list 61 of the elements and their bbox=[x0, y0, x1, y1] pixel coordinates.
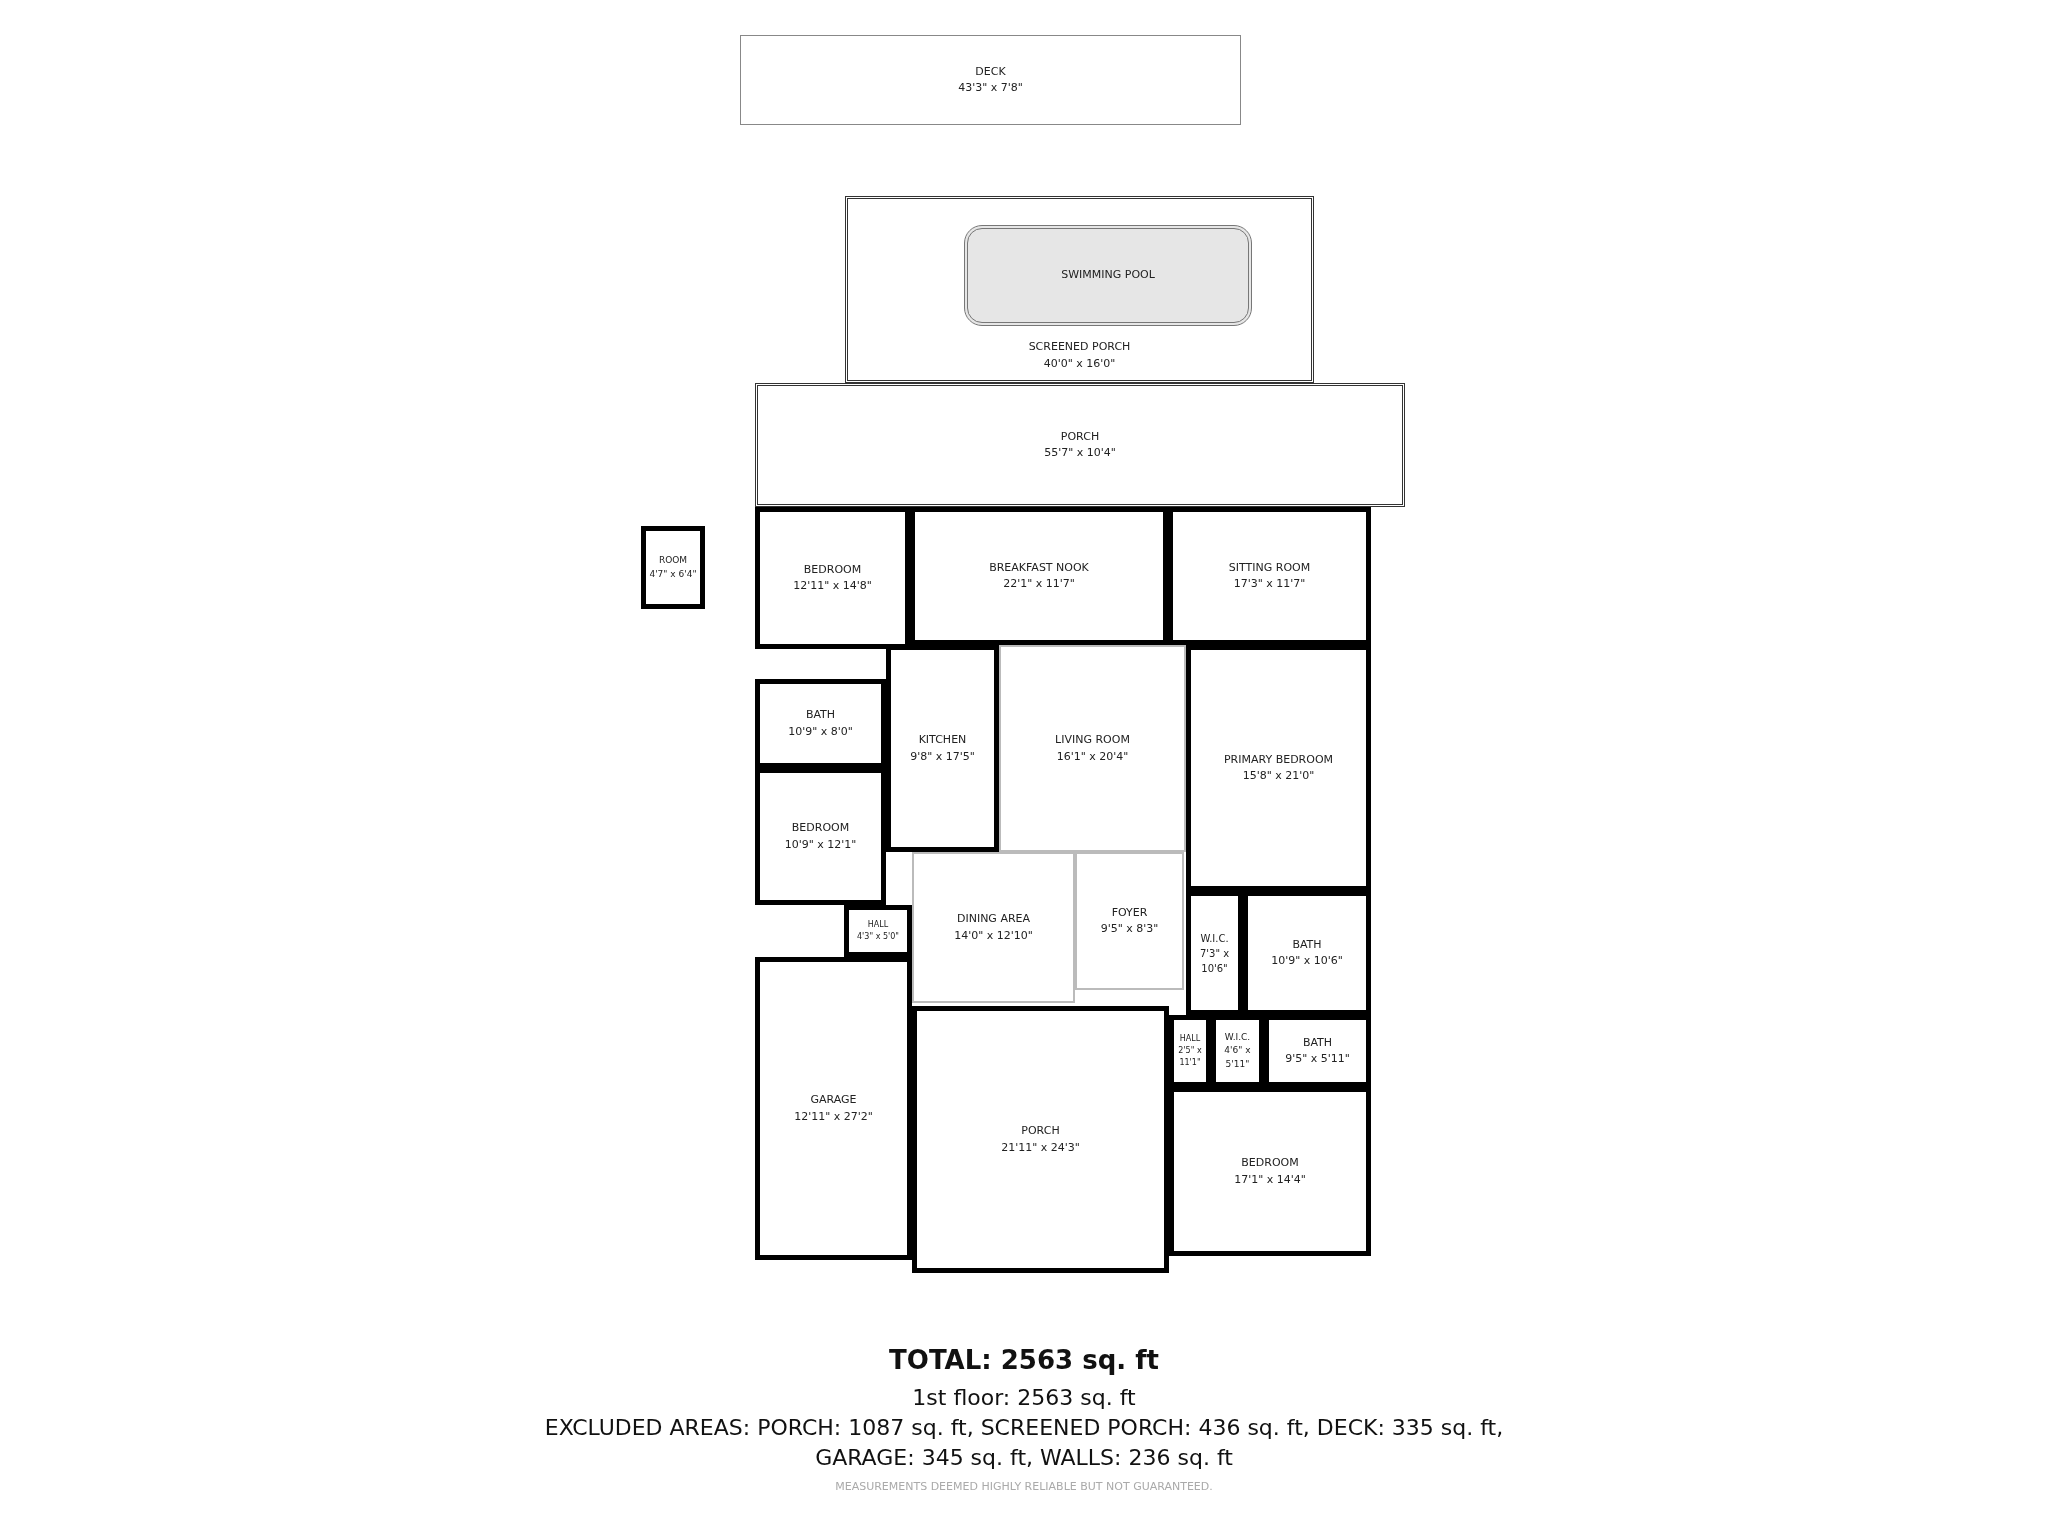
room-dimensions: 10'9" x 10'6" bbox=[1271, 953, 1343, 969]
room-name: SWIMMING POOL bbox=[1061, 267, 1155, 284]
room-name: W.I.C. bbox=[1224, 1030, 1251, 1044]
room-outline bbox=[845, 196, 1314, 383]
room-dimensions: 21'11" x 24'3" bbox=[1001, 1139, 1080, 1156]
room-outline bbox=[1075, 852, 1184, 990]
room-outline bbox=[755, 383, 1405, 507]
room-name: PORCH bbox=[1021, 1123, 1060, 1139]
room-name: PORCH bbox=[1060, 428, 1100, 445]
room-dimensions: 55'7" x 10'4" bbox=[1044, 445, 1116, 461]
room-dimensions: 4'3" x 5'0" bbox=[857, 931, 899, 943]
room-dimensions: 12'11" x 27'2" bbox=[794, 1108, 873, 1125]
room-name: SCREENED PORCH bbox=[1028, 339, 1131, 355]
room-name: SITTING ROOM bbox=[1228, 559, 1311, 576]
room-dimensions: 40'0" x 16'0" bbox=[1043, 355, 1116, 372]
room-dimensions: 17'1" x 14'4" bbox=[1234, 1171, 1306, 1188]
room-dimensions: 22'1" x 11'7" bbox=[1003, 576, 1075, 592]
room-outline bbox=[740, 35, 1241, 125]
room-dimensions: 14'0" x 12'10" bbox=[954, 927, 1033, 944]
room-outline bbox=[999, 645, 1186, 852]
room-name: DECK bbox=[975, 63, 1006, 80]
room-name: DINING AREA bbox=[956, 911, 1031, 927]
room-name: GARAGE bbox=[810, 1092, 857, 1108]
room-name: BEDROOM bbox=[1241, 1155, 1299, 1171]
room-name: HALL bbox=[867, 919, 889, 931]
room-name: BREAKFAST NOOK bbox=[989, 559, 1089, 576]
room-dimensions: 2'5" x 11'1" bbox=[1177, 1045, 1203, 1069]
room-dimensions: 9'8" x 17'5" bbox=[910, 748, 975, 765]
room-name: ROOM bbox=[658, 554, 688, 567]
room-outline bbox=[912, 852, 1075, 1003]
room-dimensions: 10'9" x 12'1" bbox=[784, 836, 857, 853]
room-dimensions: 7'3" x 10'6" bbox=[1198, 946, 1231, 976]
room-dimensions: 17'3" x 11'7" bbox=[1233, 576, 1306, 592]
room-dimensions: 16'1" x 20'4" bbox=[1056, 748, 1129, 765]
room-outline bbox=[755, 957, 912, 1260]
room-name: FOYER bbox=[1111, 904, 1148, 921]
room-dimensions: 12'11" x 14'8" bbox=[793, 578, 872, 594]
room-name: BEDROOM bbox=[791, 820, 850, 836]
total-area-heading: TOTAL: 2563 sq. ft bbox=[888, 1345, 1160, 1375]
room-dimensions: 15'8" x 21'0" bbox=[1242, 768, 1315, 784]
room-name: PRIMARY BEDROOM bbox=[1223, 751, 1334, 768]
room-outline bbox=[755, 507, 910, 649]
room-dimensions: 9'5" x 5'11" bbox=[1285, 1051, 1350, 1067]
swimming-pool bbox=[964, 225, 1252, 326]
room-name: BEDROOM bbox=[803, 561, 862, 578]
room-name: W.I.C. bbox=[1200, 931, 1229, 946]
room-dimensions: 4'6" x 5'11" bbox=[1223, 1044, 1252, 1071]
floor-area-text: 1st floor: 2563 sq. ft bbox=[911, 1384, 1137, 1412]
room-name: KITCHEN bbox=[918, 732, 967, 748]
room-name: BATH bbox=[1292, 936, 1322, 953]
room-dimensions: 43'3" x 7'8" bbox=[958, 80, 1023, 96]
room-dimensions: 4'7" x 6'4" bbox=[649, 567, 697, 581]
room-name: HALL bbox=[1179, 1033, 1201, 1045]
room-dimensions: 10'9" x 8'0" bbox=[788, 723, 853, 740]
room-name: LIVING ROOM bbox=[1055, 732, 1130, 748]
disclaimer-text: MEASUREMENTS DEEMED HIGHLY RELIABLE BUT NOT GUARANTEED. bbox=[834, 1480, 1214, 1493]
room-name: BATH bbox=[805, 707, 836, 723]
room-name: BATH bbox=[1302, 1034, 1333, 1051]
room-outline bbox=[641, 526, 705, 609]
room-dimensions: 9'5" x 8'3" bbox=[1100, 921, 1159, 937]
excluded-areas-text: EXCLUDED AREAS: PORCH: 1087 sq. ft, SCREENED PORCH: 436 sq. ft, DECK: 335 sq. ft, GARAGE: 345 sq. ft, WALLS: 236 sq. ft bbox=[543, 1414, 1505, 1472]
